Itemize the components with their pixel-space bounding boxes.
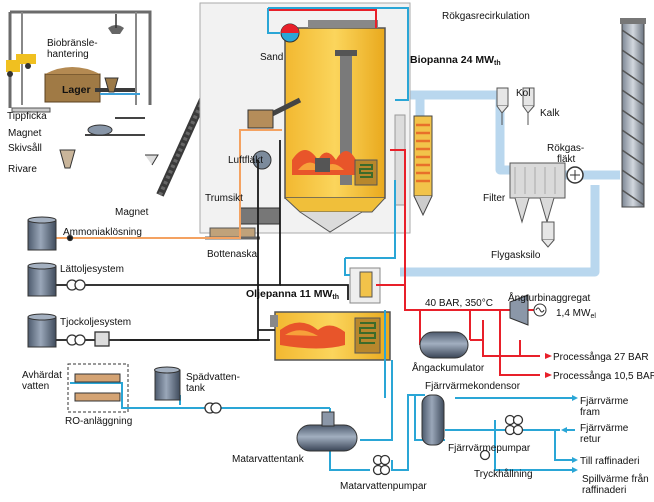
fuel-lines <box>55 140 349 341</box>
lime-coal-silos <box>496 87 535 125</box>
label-fjarrvarme-retur-1: Fjärrvärme <box>580 423 629 434</box>
label-40bar: 40 BAR, 350°C <box>425 298 493 309</box>
label-angackumulator: Ångackumulator <box>412 361 485 374</box>
label-trumsikt: Trumsikt <box>205 193 243 204</box>
label-fjarrvarme-retur-2: retur <box>580 434 601 445</box>
label-tippficka: Tippficka <box>7 111 47 122</box>
label-fjarrvarmekondensor: Fjärrvärmekondensor <box>425 381 521 392</box>
label-tryckhallning: Tryckhållning <box>474 468 533 480</box>
steam-accumulator <box>419 331 469 359</box>
label-matarvattenpumpar: Matarvattenpumpar <box>340 481 427 492</box>
label-lager: Lager <box>62 84 91 96</box>
label-rivare: Rivare <box>8 164 37 175</box>
label-magnet-1: Magnet <box>8 128 42 139</box>
bio-boiler <box>199 2 411 240</box>
fly-ash-silo <box>541 221 555 248</box>
label-luftflakt: Luftfläkt <box>228 155 263 166</box>
label-spadvattentank-1: Spädvatten- <box>186 372 240 383</box>
water-lines <box>70 7 575 471</box>
rokgasflakt <box>566 166 584 184</box>
label-fjarrvarme-fram-2: fram <box>580 407 600 418</box>
bag-filter <box>509 162 566 224</box>
label-tjockoljesystem: Tjockoljesystem <box>60 317 131 328</box>
oil-boiler <box>270 267 391 361</box>
label-lattoljesystem: Lättoljesystem <box>60 264 124 275</box>
label-biopanna: Biopanna 24 MWth <box>410 54 501 67</box>
label-kalk: Kalk <box>540 108 560 119</box>
label-skivsall: Skivsåll <box>8 142 42 154</box>
label-till-raffinaderi: Till raffinaderi <box>580 456 639 467</box>
biomass-handling-area <box>6 10 159 169</box>
label-biobransle-1: Biobränsle- <box>47 38 98 49</box>
feedwater-tank <box>296 411 358 452</box>
label-fjarrvarmepumpar: Fjärrvärmepumpar <box>448 443 531 454</box>
label-biobransle-2: hantering <box>47 49 89 60</box>
chimney <box>620 18 646 208</box>
label-filter: Filter <box>483 193 506 204</box>
label-angturbinaggregat: Ångturbinaggregat <box>508 291 591 304</box>
economizer-column <box>394 114 433 217</box>
label-processanga-27: Processånga 27 BAR <box>553 351 649 363</box>
label-sand: Sand <box>260 52 283 63</box>
label-spillvarme-1: Spillvärme från <box>582 473 649 485</box>
ro-plant <box>67 363 129 413</box>
pump-symbols <box>66 234 524 476</box>
label-oljepanna: Oljepanna 11 MWth <box>246 288 339 301</box>
label-ro: RO-anläggning <box>65 416 132 427</box>
flow-arrows <box>545 353 552 378</box>
dh-condenser <box>421 394 445 446</box>
steam-turbine <box>509 294 547 326</box>
label-rokgasflakt-2: fläkt <box>557 154 576 165</box>
label-flygaskasilo: Flygasksilo <box>491 250 541 261</box>
label-avhardat-2: vatten <box>22 381 49 392</box>
label-rokgasrecirkulation: Rökgasrecirkulation <box>442 11 530 22</box>
label-magnet-2: Magnet <box>115 207 149 218</box>
label-ammoniaklosning: Ammoniaklösning <box>63 227 142 238</box>
label-rokgasflakt-1: Rökgas- <box>547 143 584 154</box>
storage-tanks <box>27 216 181 401</box>
label-kol: Kol <box>516 88 530 99</box>
label-spadvattentank-2: tank <box>186 383 206 394</box>
label-matarvattentank: Matarvattentank <box>232 454 305 465</box>
label-fjarrvarme-fram-1: Fjärrvärme <box>580 396 629 407</box>
label-spillvarme-2: raffinaderi <box>582 485 626 496</box>
ammonia-line <box>55 129 282 239</box>
label-el: 1,4 MWel <box>556 308 596 320</box>
water-arrows <box>561 395 578 473</box>
label-avhardat-1: Avhärdat <box>22 370 62 381</box>
label-bottenaska: Bottenaska <box>207 249 257 260</box>
label-processanga-10: Processånga 10,5 BAR <box>553 370 654 382</box>
